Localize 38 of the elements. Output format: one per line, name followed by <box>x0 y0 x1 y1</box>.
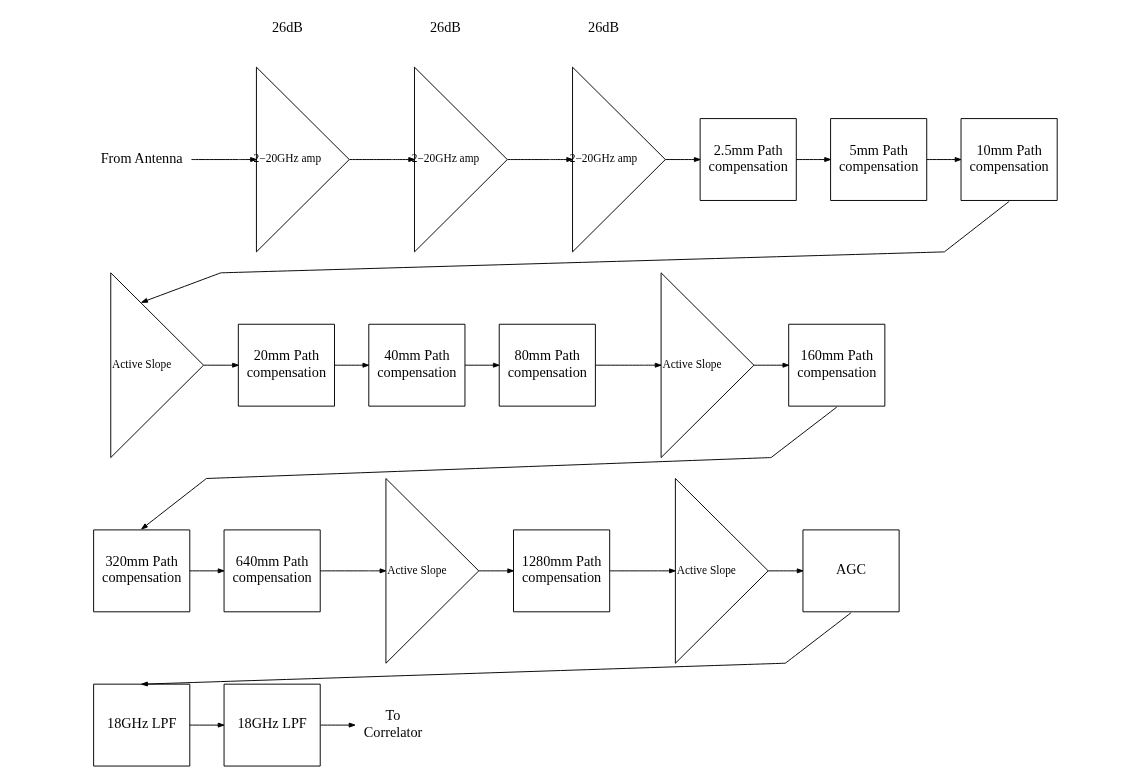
arrow <box>926 157 962 162</box>
arrow <box>753 362 790 368</box>
node-box: 10mm Path compensation <box>960 118 1058 201</box>
node-box: 5mm Path compensation <box>830 118 928 201</box>
arrow <box>203 362 239 368</box>
arrow <box>767 568 804 574</box>
node-text: To Correlator <box>363 707 423 740</box>
arrow <box>609 568 676 574</box>
arrow <box>141 612 852 687</box>
arrow <box>464 362 500 368</box>
arrow <box>191 157 257 162</box>
node-box: 18GHz LPF <box>223 683 321 767</box>
arrow <box>189 722 225 728</box>
arrow <box>334 362 370 368</box>
arrow <box>141 200 1010 303</box>
arrow <box>664 157 701 162</box>
node-label: 26dB <box>271 19 303 36</box>
node-box: AGC <box>802 529 900 613</box>
arrow <box>349 157 415 162</box>
arrow <box>320 722 356 728</box>
arrow <box>319 568 387 574</box>
node-box: 320mm Path compensation <box>93 529 191 613</box>
node-label: 26dB <box>588 19 619 36</box>
node-box: 2.5mm Path compensation <box>699 118 797 201</box>
node-box: 1280mm Path compensation <box>513 529 611 613</box>
node-text: From Antenna <box>100 149 183 166</box>
node-label: 26dB <box>429 19 461 36</box>
arrow <box>507 157 573 162</box>
arrow <box>795 157 831 162</box>
node-box: 160mm Path compensation <box>788 323 886 407</box>
arrow <box>189 568 225 574</box>
arrow <box>478 568 514 574</box>
node-box: 640mm Path compensation <box>223 529 321 613</box>
arrow <box>594 362 662 368</box>
node-box: 40mm Path compensation <box>368 323 466 407</box>
node-box: 80mm Path compensation <box>498 323 596 407</box>
arrow <box>141 406 838 530</box>
node-box: 20mm Path compensation <box>237 323 335 407</box>
